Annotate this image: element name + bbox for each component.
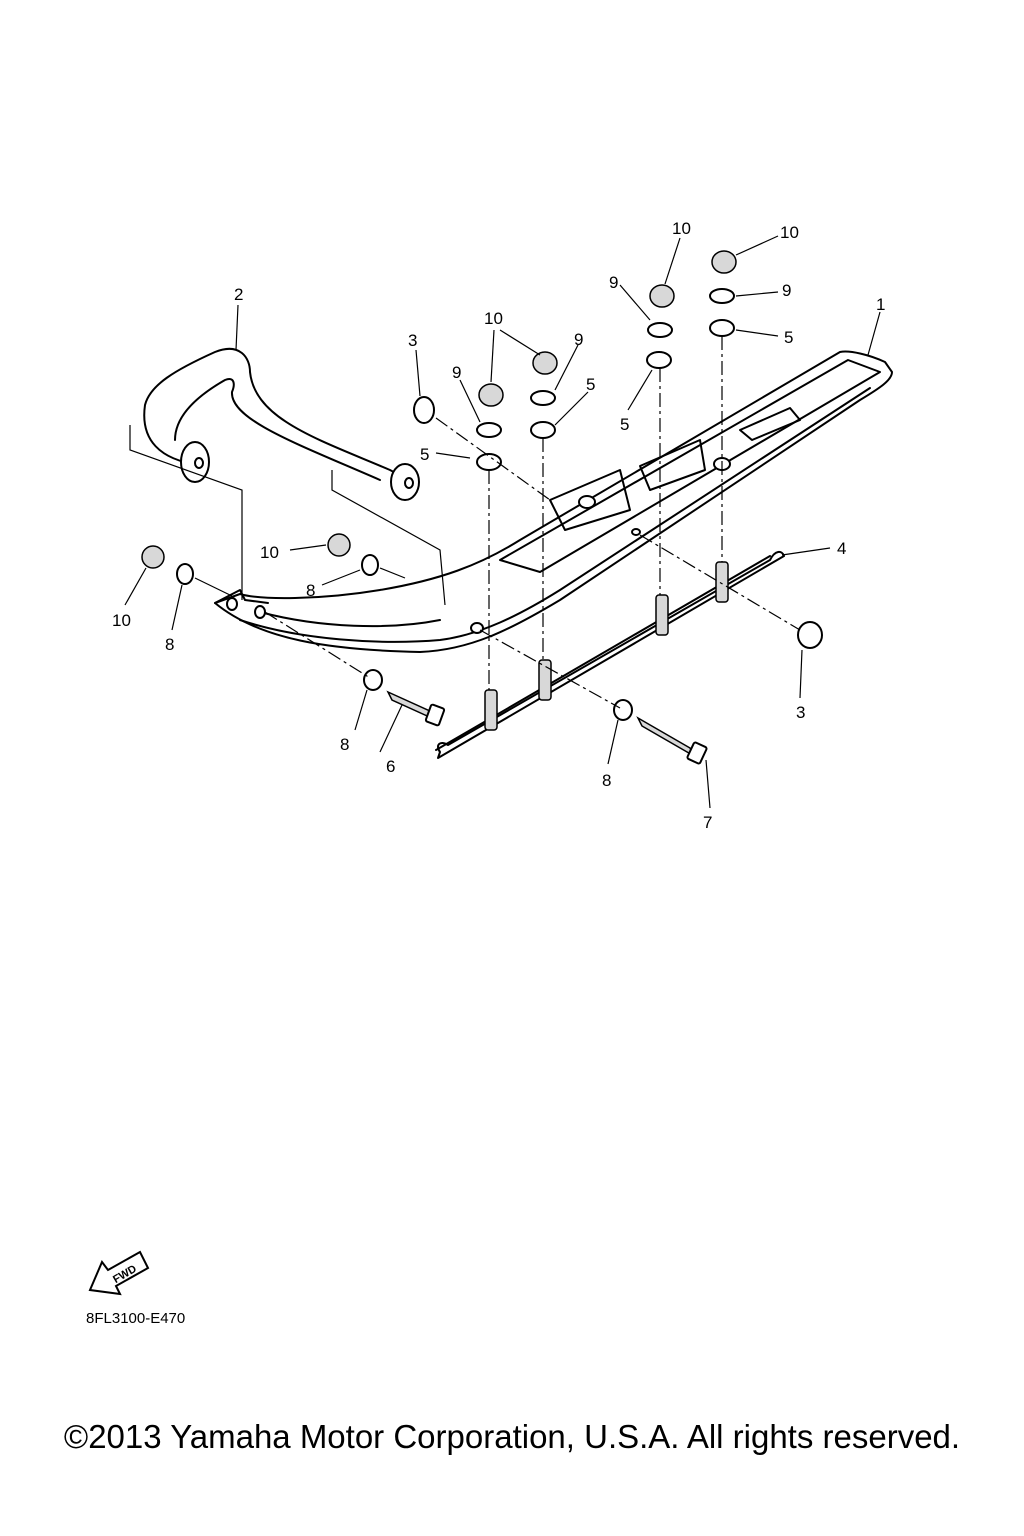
callout-1: 1 bbox=[876, 295, 885, 314]
bolts bbox=[386, 690, 708, 765]
callout-3: 3 bbox=[796, 703, 805, 722]
callout-5: 5 bbox=[620, 415, 629, 434]
fwd-arrow-icon: FWD bbox=[88, 1250, 150, 1296]
assembly-lines bbox=[129, 336, 801, 709]
ski-handle bbox=[143, 347, 420, 501]
callout-8: 8 bbox=[165, 635, 174, 654]
diagram-code: 8FL3100-E470 bbox=[86, 1310, 186, 1327]
callout-9: 9 bbox=[609, 273, 618, 292]
callout-5: 5 bbox=[420, 445, 429, 464]
callout-10: 10 bbox=[780, 223, 799, 242]
callout-5: 5 bbox=[586, 375, 595, 394]
callout-9: 9 bbox=[574, 330, 583, 349]
callouts: 1 2 3 3 4 5 5 5 5 6 7 8 8 8 8 9 9 9 9 10… bbox=[112, 219, 885, 832]
fasteners bbox=[141, 250, 823, 721]
callout-9: 9 bbox=[452, 363, 461, 382]
callout-6: 6 bbox=[386, 757, 395, 776]
callout-10: 10 bbox=[672, 219, 691, 238]
callout-8: 8 bbox=[306, 581, 315, 600]
callout-2: 2 bbox=[234, 285, 243, 304]
callout-5: 5 bbox=[784, 328, 793, 347]
callout-9: 9 bbox=[782, 281, 791, 300]
wear-bar-studs bbox=[484, 561, 729, 731]
callout-10: 10 bbox=[112, 611, 131, 630]
callout-8: 8 bbox=[602, 771, 611, 790]
callout-8: 8 bbox=[340, 735, 349, 754]
copyright-notice: ©2013 Yamaha Motor Corporation, U.S.A. A… bbox=[63, 1418, 961, 1455]
callout-3: 3 bbox=[408, 331, 417, 350]
leader-lines bbox=[124, 235, 881, 809]
callout-4: 4 bbox=[837, 539, 846, 558]
callout-10: 10 bbox=[484, 309, 503, 328]
callout-10: 10 bbox=[260, 543, 279, 562]
callout-7: 7 bbox=[703, 813, 712, 832]
ski-body bbox=[214, 350, 893, 653]
